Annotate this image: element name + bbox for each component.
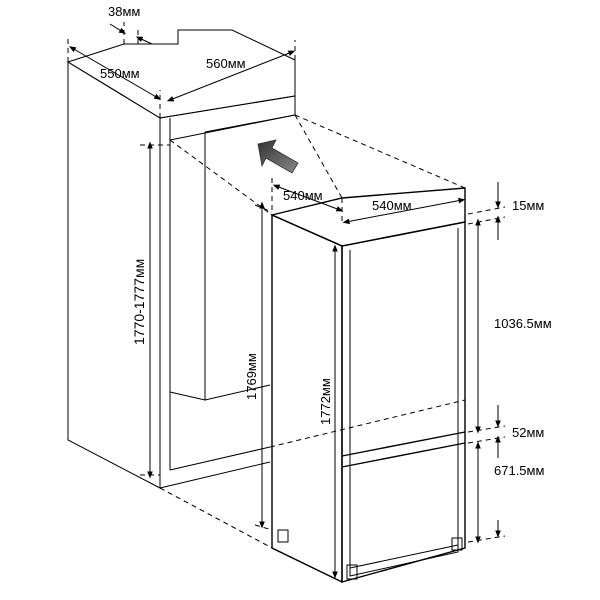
label-fridge-height-front: 1769мм (244, 353, 259, 400)
niche-opening-frame (169, 96, 296, 141)
niche-bottom-inner-edge (169, 446, 271, 471)
niche-back-bottom-edge (204, 384, 271, 401)
label-middle-gap: 52мм (512, 425, 544, 440)
niche-back-top-edge (204, 114, 296, 133)
fridge-guide-bottom-left (159, 487, 273, 549)
label-niche-depth: 550мм (100, 66, 140, 81)
fridge-guide-bottom-back (269, 399, 466, 448)
label-top-gap: 15мм (512, 198, 544, 213)
label-lower-door: 671.5мм (494, 463, 544, 478)
label-niche-height: 1770-1777мм (131, 259, 147, 345)
dimension-lines (67, 22, 506, 579)
refrigerator (159, 114, 466, 584)
niche-top-front-edge (159, 95, 296, 119)
label-fridge-depth: 540мм (283, 188, 323, 203)
niche-back-wall (169, 132, 206, 401)
fridge-upper-door-bottom (341, 431, 466, 457)
niche-bottom-front-edge (159, 461, 271, 489)
fridge-front-left-foot (346, 564, 358, 580)
label-fridge-width: 540мм (372, 198, 412, 213)
fridge-rear-foot (277, 529, 289, 543)
fridge-front-right-foot (451, 537, 463, 551)
fridge-guide-top-left (169, 139, 273, 216)
niche-cabinet (66, 29, 296, 489)
fridge-front-face (341, 221, 466, 583)
label-niche-offset: 38мм (108, 4, 140, 19)
fridge-guide-top-back (294, 114, 343, 199)
fridge-guide-top-right (294, 114, 466, 189)
fridge-kickplate (349, 544, 459, 569)
fridge-door-outline (349, 228, 459, 577)
label-upper-door: 1036.5мм (494, 316, 552, 331)
insert-arrow-icon (257, 139, 299, 174)
fridge-lower-door-top (341, 442, 466, 468)
label-fridge-height-side: 1772мм (318, 378, 333, 425)
label-niche-width: 560мм (206, 56, 246, 71)
